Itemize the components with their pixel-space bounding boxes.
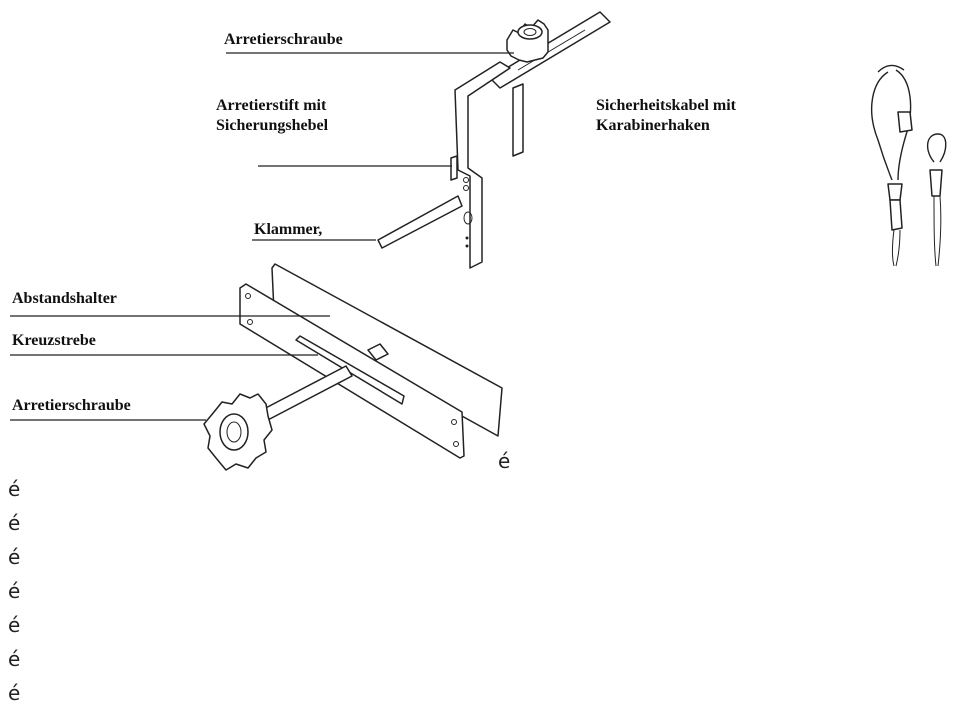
label-locking-pin-line1: Arretierstift mit [216, 97, 327, 114]
stray-char: é [8, 545, 21, 569]
spacer-assembly-illustration [203, 263, 503, 471]
stray-char: é [8, 647, 21, 671]
stray-char: é [8, 511, 21, 535]
top-knob [506, 19, 549, 63]
stray-char: é [8, 477, 21, 501]
leader-lines [10, 52, 514, 421]
label-safety-cable-line2: Karabinerhaken [596, 117, 710, 134]
upper-bracket-illustration [377, 11, 611, 269]
stray-char: é [8, 579, 21, 603]
label-clamp: Klammer, [254, 221, 323, 238]
stray-char: é [8, 613, 21, 637]
label-bottom-locking-screw: Arretierschraube [12, 397, 131, 414]
label-safety-cable-line1: Sicherheitskabel mit [596, 97, 736, 114]
stray-char: é [8, 681, 21, 705]
carabiner-cable-illustration [871, 64, 947, 267]
stray-char: é [498, 449, 511, 473]
label-safety-cable: Sicherheitskabel mit Karabinerhaken [596, 96, 736, 136]
label-locking-pin: Arretierstift mit Sicherungshebel [216, 96, 328, 136]
label-spacer: Abstandshalter [12, 290, 117, 307]
label-cross-brace: Kreuzstrebe [12, 332, 96, 349]
label-locking-pin-line2: Sicherungshebel [216, 117, 329, 134]
label-top-locking-screw: Arretierschraube [224, 31, 343, 48]
bottom-knob [203, 393, 273, 471]
